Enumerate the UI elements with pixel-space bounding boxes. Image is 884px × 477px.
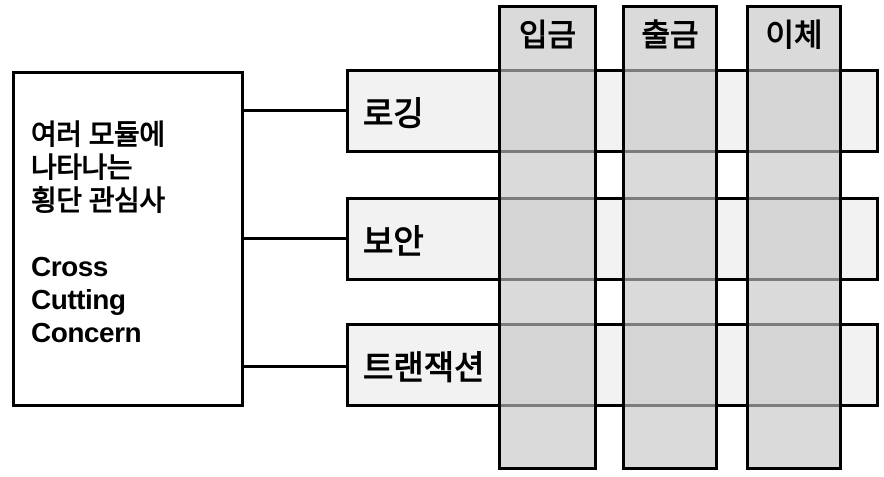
column-header: 출금 [625, 8, 715, 56]
concern-box-line: Concern [31, 317, 142, 348]
connector-line-transaction [244, 365, 347, 368]
module-column-withdraw: 출금 [622, 5, 718, 470]
connector-line-logging [244, 109, 347, 112]
column-header-label: 출금 [641, 17, 699, 53]
connector-line-security [244, 237, 347, 240]
module-column-deposit: 입금 [498, 5, 597, 470]
concern-box-line: Cross [31, 251, 108, 282]
concern-box: 여러 모듈에 나타나는 횡단 관심사 Cross Cutting Concern [12, 71, 244, 407]
concern-box-line: 여러 모듈에 [31, 119, 165, 150]
column-header: 이체 [749, 8, 839, 56]
concern-box-text: 여러 모듈에 나타나는 횡단 관심사 Cross Cutting Concern [15, 74, 241, 349]
concern-box-line: 횡단 관심사 [31, 185, 165, 216]
row-label: 로깅 [363, 95, 424, 132]
column-header-label: 입금 [518, 17, 577, 53]
row-label: 트랜잭션 [363, 349, 485, 386]
column-header-label: 이체 [765, 17, 823, 53]
concern-box-line [31, 217, 241, 250]
concern-box-line: Cutting [31, 284, 126, 315]
concern-box-line: 나타나는 [31, 152, 133, 183]
module-column-transfer: 이체 [746, 5, 842, 470]
row-label: 보안 [363, 223, 424, 260]
column-header: 입금 [501, 8, 594, 56]
